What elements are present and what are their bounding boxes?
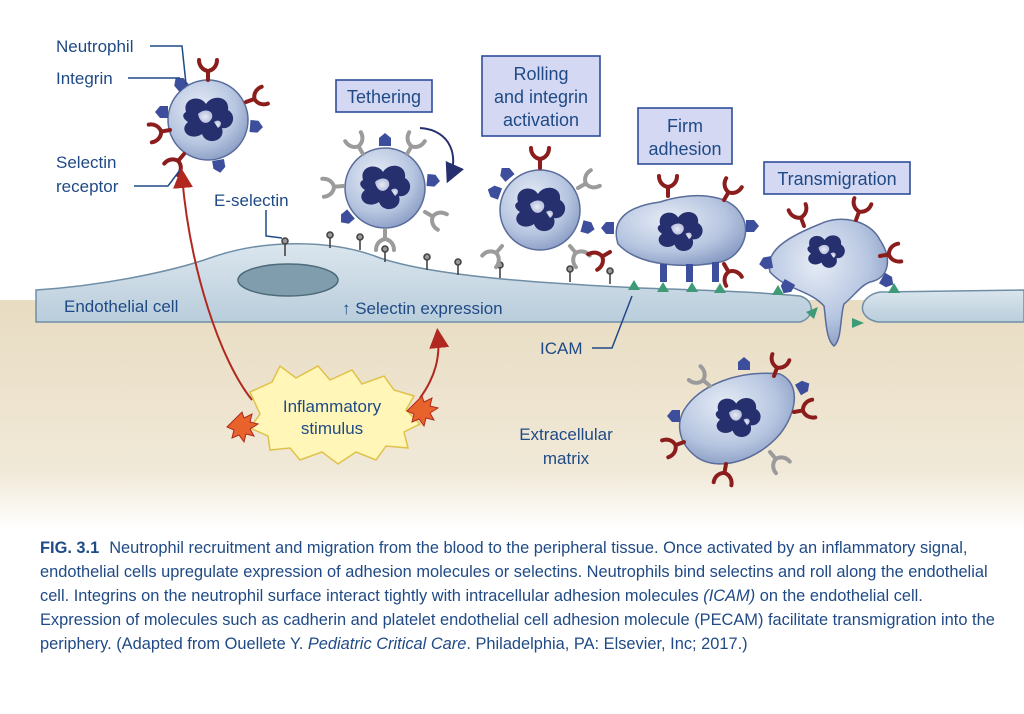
selectin-receptor-label-1: Selectin — [56, 153, 116, 172]
tethering-arrow — [419, 127, 465, 184]
icam-label: ICAM — [540, 339, 583, 358]
neutrophil-transmigrating — [758, 196, 904, 347]
stage-rolling-box: Rolling and integrin activation — [481, 55, 601, 137]
extracellular-matrix-label-2: matrix — [543, 449, 590, 468]
endothelial-nucleus — [237, 263, 339, 297]
endothelial-layer — [35, 243, 812, 323]
stage-tethering-label: Tethering — [347, 87, 421, 107]
stage-firm-adhesion-box: Firm adhesion — [637, 107, 733, 165]
stage-firm-line1: Firm — [667, 116, 703, 136]
extracellular-matrix — [0, 300, 1024, 530]
inflammatory-label-1: Inflammatory — [283, 397, 382, 416]
neutrophil-rolling — [480, 146, 602, 270]
stage-rolling-line3: activation — [503, 110, 579, 130]
stimulus-arrow-to-neutrophil — [173, 168, 253, 401]
stage-transmigration-box: Transmigration — [763, 161, 911, 195]
e-selectin-label: E-selectin — [214, 191, 289, 210]
inflammatory-label-2: stimulus — [301, 419, 363, 438]
integrin-label: Integrin — [56, 69, 113, 88]
stimulus-arrow-to-endothelium — [419, 328, 450, 399]
selectin-expression-label: ↑ Selectin expression — [342, 299, 503, 318]
stage-tethering-box: Tethering — [335, 79, 433, 113]
selectin-receptor-label-2: receptor — [56, 177, 119, 196]
neutrophil-firm-adhesion — [586, 174, 759, 288]
stage-rolling-line1: Rolling — [513, 64, 568, 84]
neutrophil-recruitment-diagram: Tethering Rolling and integrin activatio… — [0, 37, 1024, 530]
figure-number: FIG. 3.1 — [40, 539, 100, 557]
neutrophil-leader — [150, 45, 187, 85]
neutrophil-tethering — [320, 130, 449, 252]
endothelial-cell-label: Endothelial cell — [64, 297, 178, 316]
e-selectin-leader — [265, 210, 283, 239]
caption-text-2: on the endothelial cell. Expression of m… — [40, 587, 995, 653]
icam-molecules — [628, 280, 900, 328]
extracellular-matrix-label-1: Extracellular — [519, 425, 613, 444]
caption-text-1: Neutrophil recruitment and migration fro… — [40, 539, 988, 605]
icam-leader — [592, 295, 633, 349]
caption-text-3: . Philadelphia, PA: Elsevier, Inc; 2017.… — [466, 635, 748, 653]
caption-icam-italic: (ICAM) — [703, 587, 756, 605]
stage-rolling-line2: and integrin — [494, 87, 588, 107]
inflammatory-stimulus-burst — [226, 364, 440, 465]
stage-transmigration-label: Transmigration — [777, 169, 896, 189]
neutrophil-label: Neutrophil — [56, 37, 134, 56]
e-selectin-molecules — [281, 231, 614, 284]
caption-book-title: Pediatric Critical Care — [307, 635, 467, 653]
endothelial-layer-right — [861, 289, 1024, 323]
selectin-receptor-leader — [134, 169, 181, 187]
stage-firm-line2: adhesion — [648, 139, 721, 159]
neutrophil-in-tissue — [660, 352, 818, 488]
